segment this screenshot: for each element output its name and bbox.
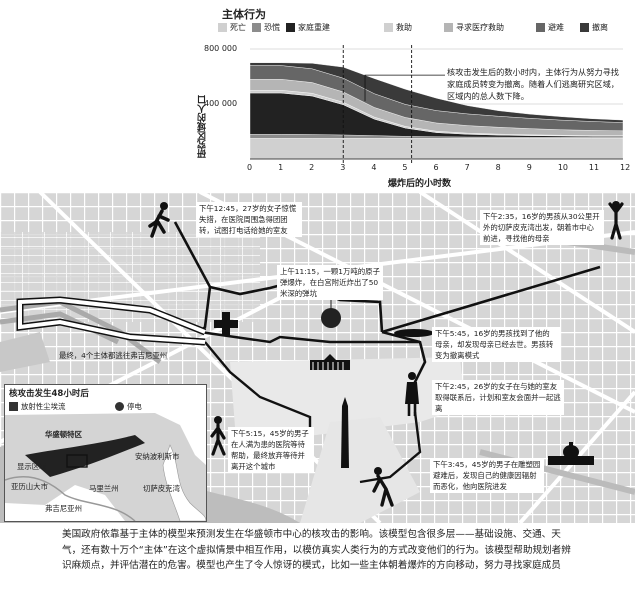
x-tick: 0 bbox=[247, 163, 253, 172]
x-tick: 6 bbox=[433, 163, 439, 172]
callout-blast: 上午11:15，一颗1万吨的原子弹爆炸，在白宫附近炸出了50米深的弹坑 bbox=[277, 265, 383, 300]
inset-legend-fallout: 放射性尘埃流 bbox=[9, 401, 65, 412]
x-axis-label: 爆炸后的小时数 bbox=[388, 179, 452, 189]
inset-title: 核攻击发生48小时后 bbox=[9, 389, 89, 399]
legend-item: 家庭重建 bbox=[286, 22, 330, 33]
label-maryland: 马里兰州 bbox=[89, 484, 119, 493]
x-tick: 11 bbox=[588, 163, 600, 172]
x-tick: 9 bbox=[526, 163, 532, 172]
inset-legend-blackout: 停电 bbox=[115, 401, 142, 412]
searching-boy-icon bbox=[608, 201, 624, 240]
callout-boy-search: 下午2:35，16岁的男孩从30公里开外的切萨皮克湾出发，朝着市中心前进，寻找他… bbox=[480, 210, 604, 245]
x-tick: 4 bbox=[371, 163, 377, 172]
label-annapolis: 安纳波利斯市 bbox=[135, 452, 180, 461]
monument-icon bbox=[341, 397, 349, 468]
legend-item: 寻求医疗救助 bbox=[444, 22, 504, 33]
inset-graphics bbox=[5, 385, 206, 521]
x-tick: 2 bbox=[309, 163, 315, 172]
fallout-swatch bbox=[9, 402, 18, 411]
inset-legend-label: 放射性尘埃流 bbox=[21, 402, 66, 411]
standing-woman-icon bbox=[405, 372, 419, 416]
legend-label: 避难 bbox=[548, 23, 564, 32]
legend-swatch bbox=[580, 23, 589, 32]
blackout-swatch bbox=[115, 402, 124, 411]
hunched-man-icon bbox=[372, 467, 394, 507]
legend-label: 救助 bbox=[396, 23, 412, 32]
legend-swatch bbox=[444, 23, 453, 32]
hospital-icon bbox=[214, 312, 238, 336]
area-chart bbox=[249, 45, 624, 163]
legend-label: 家庭重建 bbox=[298, 23, 330, 32]
legend-swatch bbox=[252, 23, 261, 32]
x-tick: 3 bbox=[340, 163, 346, 172]
x-tick: 8 bbox=[495, 163, 501, 172]
legend-item: 死亡 bbox=[218, 22, 246, 33]
chart-title: 主体行为 bbox=[222, 8, 266, 21]
legend-item: 救助 bbox=[384, 22, 412, 33]
x-tick: 10 bbox=[557, 163, 569, 172]
label-dc: 华盛顿特区 bbox=[45, 430, 82, 439]
evacuation-label: 最终，4个主体都逃往弗吉尼亚州 bbox=[59, 351, 168, 360]
annotation-pointer bbox=[364, 74, 445, 102]
callout-man-hospital: 下午5:15，45岁的男子在人满为患的医院等待帮助，最终放弃等待并离开这个城市 bbox=[228, 427, 314, 473]
chart-annotation: 核攻击发生后的数小时内，主体行为从努力寻找家庭成员转变为撤离。随着人们逃离研究区… bbox=[447, 67, 619, 101]
y-tick: 400 000 bbox=[204, 99, 238, 108]
x-tick: 1 bbox=[278, 163, 284, 172]
label-shown-area: 显示区域 bbox=[17, 462, 47, 471]
legend-label: 恐慌 bbox=[264, 23, 280, 32]
figure-caption: 美国政府依靠基于主体的模型来预测发生在华盛顿市中心的核攻击的影响。该模型包含很多… bbox=[62, 529, 571, 572]
white-house-icon bbox=[310, 354, 350, 370]
running-woman-icon bbox=[148, 202, 170, 238]
legend-label: 寻求医疗救助 bbox=[456, 23, 504, 32]
legend-swatch bbox=[286, 23, 295, 32]
legend-label: 撤离 bbox=[592, 23, 608, 32]
legend-item: 恐慌 bbox=[252, 22, 280, 33]
callout-woman-flee: 下午2:45，26岁的女子在与她的室友取得联系后，计划和室友会面并一起逃离 bbox=[432, 380, 564, 415]
blast-crater-marker bbox=[321, 308, 341, 328]
label-alexandria: 亚历山大市 bbox=[11, 482, 48, 491]
legend-swatch bbox=[218, 23, 227, 32]
legend-swatch bbox=[384, 23, 393, 32]
capitol-icon bbox=[548, 442, 594, 465]
area-series-0 bbox=[249, 138, 624, 160]
inset-legend-label: 停电 bbox=[127, 402, 142, 411]
callout-panicked-woman: 下午12:45，27岁的女子惊慌失措，在医院周围急得团团转，试图打电话给她的室友 bbox=[196, 202, 302, 237]
callout-man-radiation: 下午3:45，45岁的男子在雕塑园避难后，发现自己的健康因辐射而恶化，他向医院进… bbox=[430, 458, 544, 493]
y-tick: 800 000 bbox=[204, 44, 238, 53]
legend-item: 撤离 bbox=[580, 22, 608, 33]
label-chesapeake: 切萨皮克湾 bbox=[143, 484, 180, 493]
walking-man-icon bbox=[210, 416, 226, 456]
inset-map: 核攻击发生48小时后 放射性尘埃流 停电 华盛顿特区 显示区域 安纳波利斯市 亚… bbox=[4, 384, 207, 522]
label-virginia: 弗吉尼亚州 bbox=[45, 504, 82, 513]
x-tick: 12 bbox=[620, 163, 631, 172]
legend-item: 避难 bbox=[536, 22, 564, 33]
chart-legend: 死亡 恐慌 家庭重建 救助 寻求医疗救助 避难 撤离 bbox=[218, 22, 623, 36]
x-tick: 7 bbox=[464, 163, 470, 172]
callout-boy-found-mother: 下午5:45，16岁的男孩找到了他的母亲，却发现母亲已经去世。男孩转变为撤离模式 bbox=[432, 327, 560, 362]
legend-swatch bbox=[536, 23, 545, 32]
legend-label: 死亡 bbox=[230, 23, 246, 32]
x-tick: 5 bbox=[402, 163, 408, 172]
